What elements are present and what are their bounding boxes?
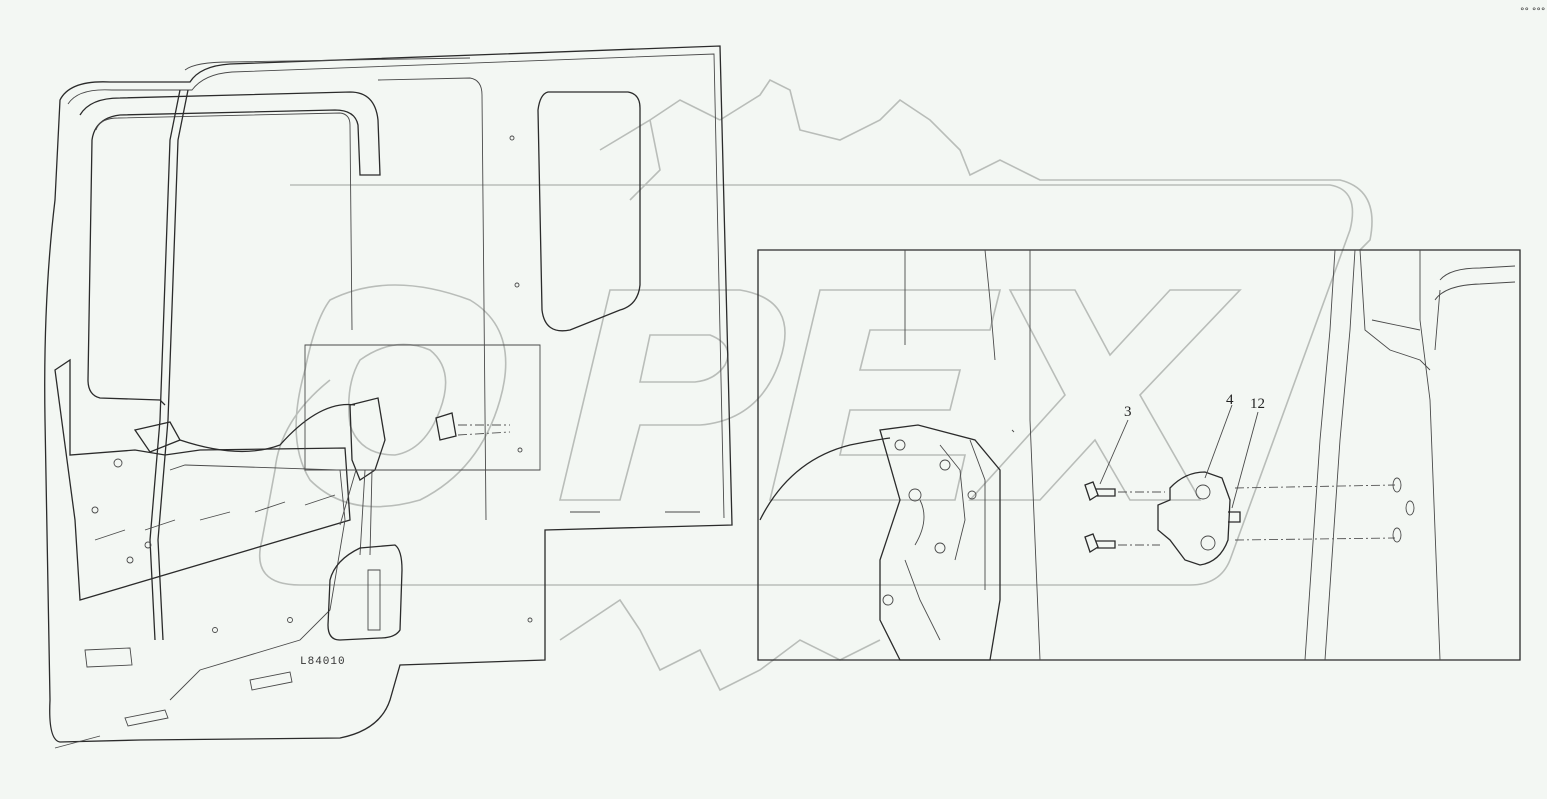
door-lock-mechanism xyxy=(349,397,386,481)
upper-panel-outline xyxy=(377,77,487,521)
door-bottom-trim xyxy=(54,511,700,749)
lower-inner-panel xyxy=(54,358,351,601)
assembly-axis-upper xyxy=(1118,484,1396,493)
detail-lock-bolts xyxy=(882,439,977,606)
detail-hole xyxy=(1011,429,1015,433)
panel-holes xyxy=(91,135,533,633)
right-window-opening xyxy=(537,91,641,332)
door-assembly: L84010 xyxy=(44,45,733,749)
assembly-axis-lower xyxy=(1118,537,1396,546)
striker-holes xyxy=(1195,484,1216,551)
part-code-label: L84010 xyxy=(300,656,346,668)
callout-4: 4 xyxy=(1226,392,1234,408)
detail-lock-linkage xyxy=(904,439,986,641)
watermark-letter-x xyxy=(968,289,1242,501)
watermark-ring xyxy=(258,184,1354,586)
striker-pin xyxy=(1228,511,1241,523)
leader-4 xyxy=(1204,404,1233,479)
detail-handle-cable xyxy=(759,437,891,521)
inside-handle xyxy=(133,421,181,453)
b-pillar-bend xyxy=(1359,249,1431,371)
callout-3: 3 xyxy=(1124,404,1132,420)
screw-lower xyxy=(1084,533,1116,553)
corner-marks: °° °°° xyxy=(1520,7,1545,17)
watermark-logo xyxy=(258,78,1373,692)
detail-lock-body xyxy=(879,424,1001,661)
lock-cover-slot xyxy=(367,569,381,631)
door-outer-shell xyxy=(44,45,733,743)
detail-frame-preview xyxy=(304,344,541,471)
b-pillar-lines xyxy=(904,249,1441,661)
door-slot-lower xyxy=(84,647,133,668)
lower-panel-slots xyxy=(94,494,336,541)
window-frame-outer xyxy=(79,91,381,406)
watermark-letter-e xyxy=(768,289,1002,501)
leader-3 xyxy=(1099,419,1129,485)
door-outer-shell-inner-line xyxy=(67,53,725,519)
detail-view: 3 4 12 xyxy=(757,249,1521,661)
watermark-letter-p xyxy=(558,289,786,501)
rear-panel-edge xyxy=(1434,265,1516,351)
screw-upper xyxy=(1084,481,1116,501)
watermark-letter-o xyxy=(295,284,507,508)
b-pillar-holes xyxy=(1392,477,1415,543)
leader-12 xyxy=(1231,411,1259,509)
detail-view-frame xyxy=(757,249,1521,661)
door-striker xyxy=(1157,471,1231,566)
watermark-gear-outline xyxy=(559,78,1373,692)
lock-link-rods xyxy=(339,469,373,556)
door-hinge-lower xyxy=(124,671,293,727)
lock-cover-panel xyxy=(327,544,403,641)
remote-handle-cable xyxy=(179,403,356,453)
window-guide-channel xyxy=(149,89,189,641)
striker-preview-axis xyxy=(457,424,511,436)
window-frame-inner xyxy=(95,112,353,331)
glass-run-left xyxy=(184,57,471,71)
striker-preview xyxy=(435,412,457,441)
callout-12: 12 xyxy=(1250,396,1265,412)
